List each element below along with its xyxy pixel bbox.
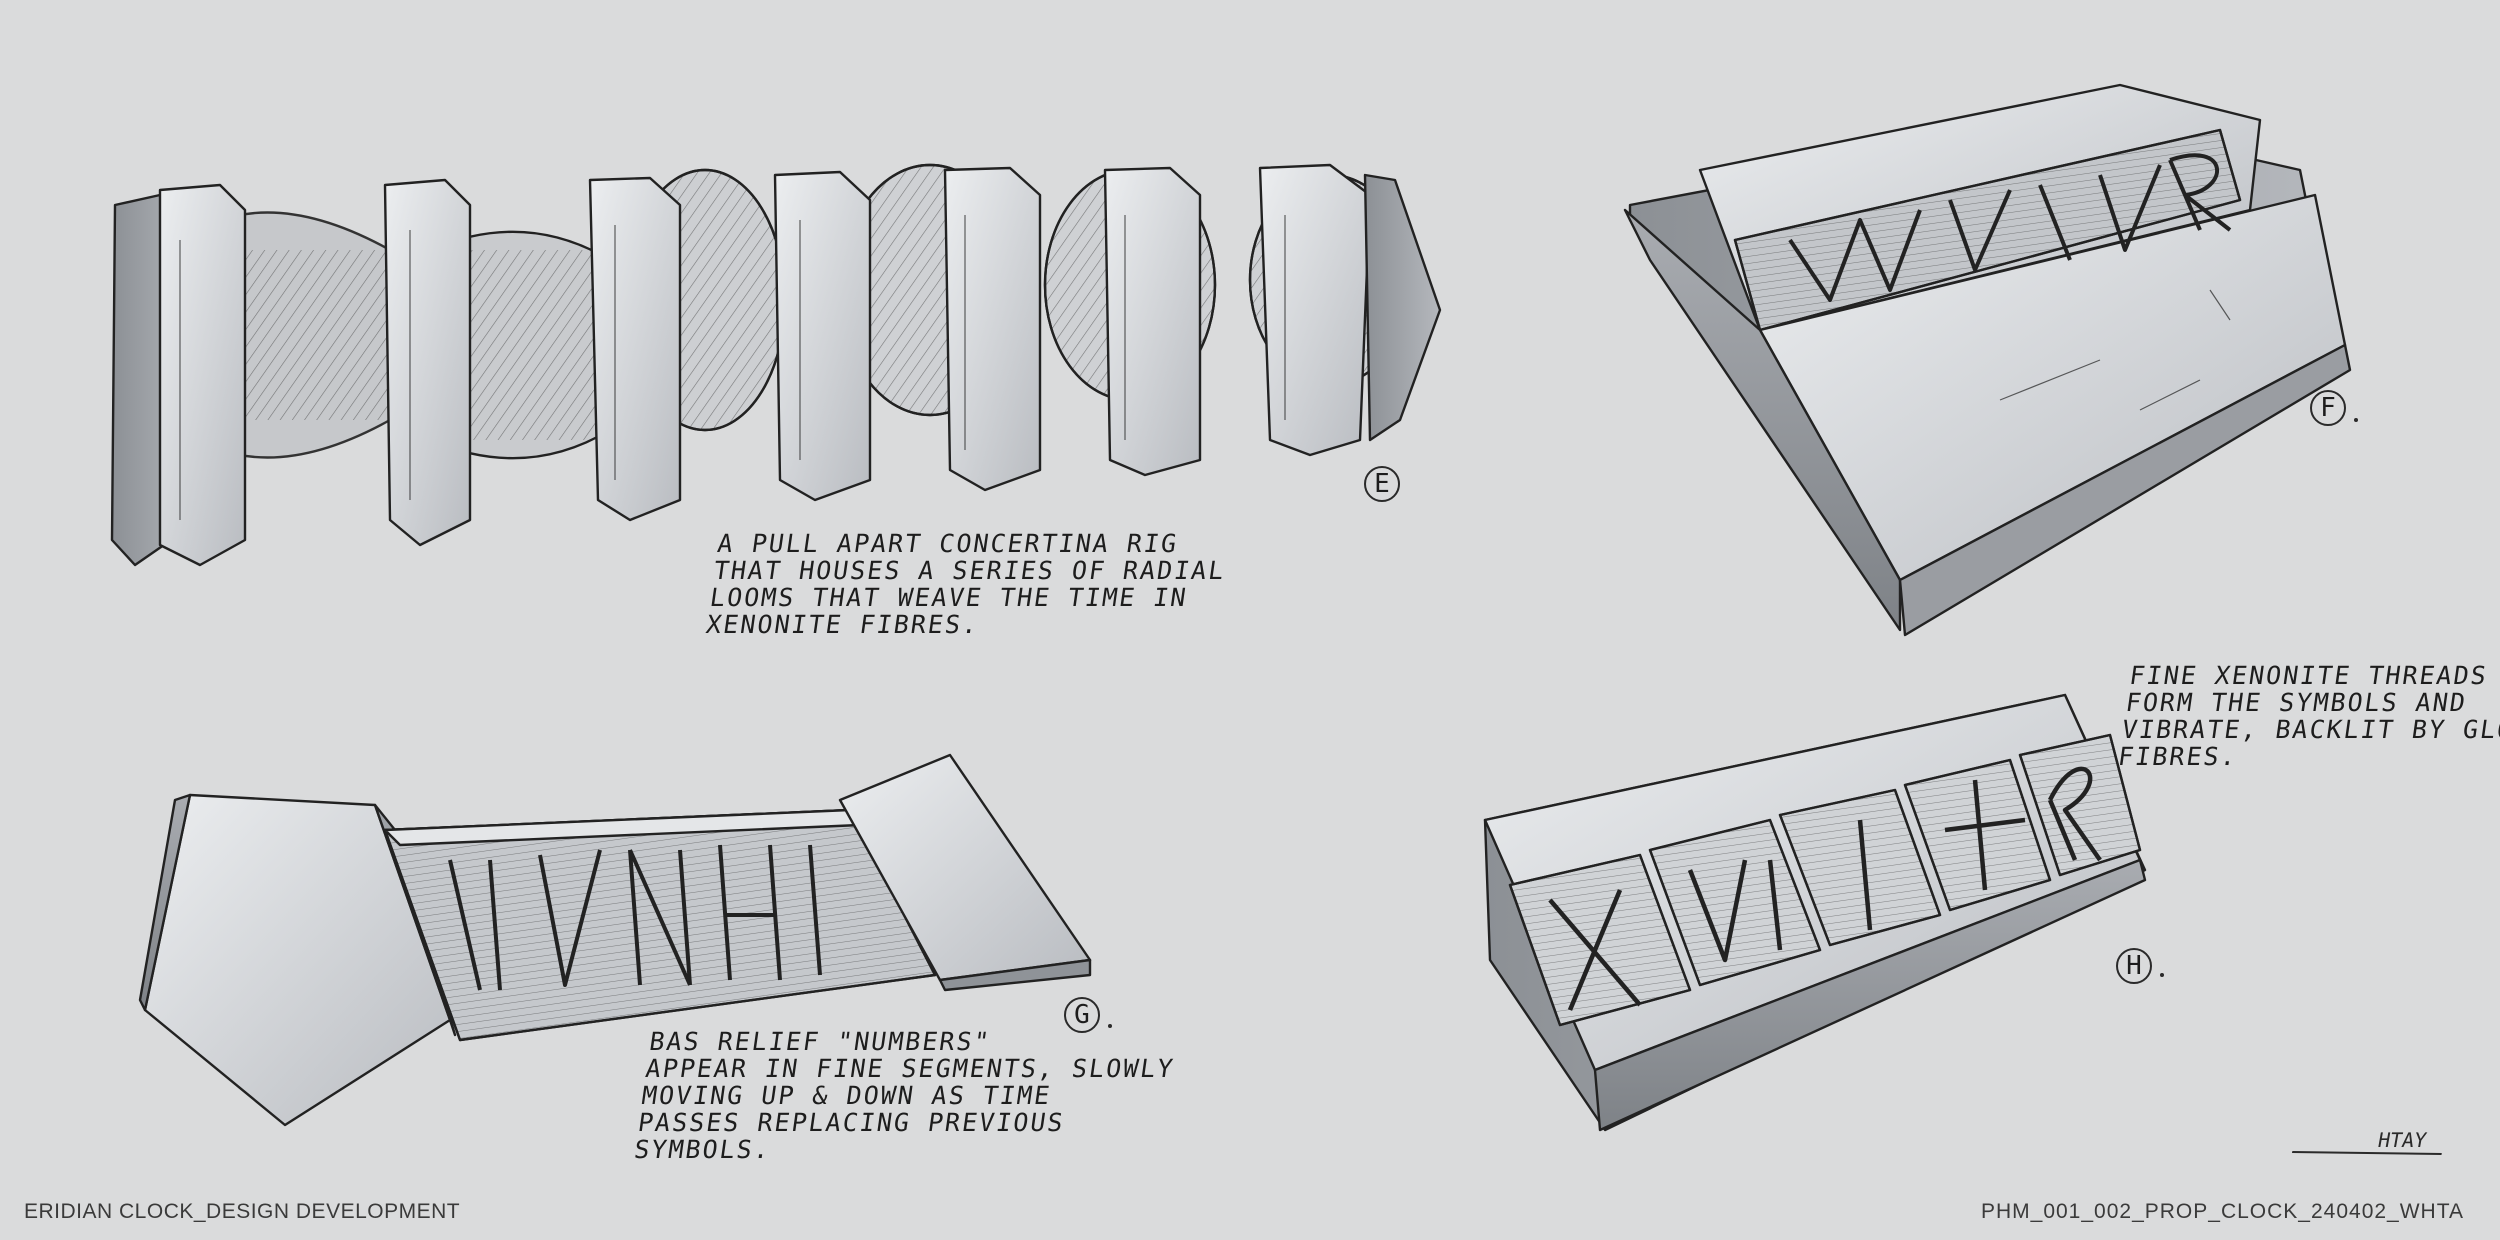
signature-text: HTAY xyxy=(2376,1128,2429,1152)
note-line: FIBRES. xyxy=(2116,742,2240,771)
sketch-f-symbol-block xyxy=(1623,83,2352,637)
note-line: SYMBOLS. xyxy=(632,1135,773,1164)
note-line: THAT HOUSES A SERIES OF RADIAL xyxy=(711,556,1228,585)
note-f-threads: FINE XENONITE THREADS FORM THE SYMBOLS A… xyxy=(2116,661,2500,771)
sketch-label-h: H xyxy=(2116,948,2152,984)
note-line: APPEAR IN FINE SEGMENTS, SLOWLY xyxy=(643,1054,1177,1083)
sketch-label-g: G xyxy=(1064,997,1100,1033)
note-line: BAS RELIEF "NUMBERS" xyxy=(647,1027,993,1056)
sketch-label-f: F xyxy=(2310,390,2346,426)
sheet-file-code: PHM_001_002_PROP_CLOCK_240402_WHTA xyxy=(1980,1200,2464,1223)
label-f-dot xyxy=(2354,418,2358,422)
sheet-title: ERIDIAN CLOCK_DESIGN DEVELOPMENT xyxy=(24,1200,461,1223)
note-line: VIBRATE, BACKLIT BY GLOWING xyxy=(2120,715,2500,744)
note-line: XENONITE FIBRES. xyxy=(704,610,982,639)
sketch-g-relief-panel xyxy=(138,753,1092,1127)
note-line: LOOMS THAT WEAVE THE TIME IN xyxy=(708,583,1190,612)
note-line: FORM THE SYMBOLS AND xyxy=(2123,688,2469,717)
signature-underline xyxy=(2291,1151,2442,1155)
note-line: FINE XENONITE THREADS xyxy=(2127,661,2490,690)
label-h-dot xyxy=(2160,973,2164,977)
note-line: PASSES REPLACING PREVIOUS xyxy=(636,1108,1067,1137)
note-e-concertina: A PULL APART CONCERTINA RIG THAT HOUSES … xyxy=(704,529,1231,639)
label-g-dot xyxy=(1108,1024,1112,1028)
note-line: MOVING UP & DOWN AS TIME xyxy=(639,1081,1054,1110)
sketch-h-tile-box xyxy=(1483,693,2147,1132)
sketch-label-e: E xyxy=(1364,466,1400,502)
note-line: A PULL APART CONCERTINA RIG xyxy=(715,529,1181,558)
sketch-e-concertina-rig xyxy=(110,163,1442,567)
artist-signature: HTAY xyxy=(2288,1128,2442,1175)
note-g-relief: BAS RELIEF "NUMBERS" APPEAR IN FINE SEGM… xyxy=(632,1027,1181,1164)
